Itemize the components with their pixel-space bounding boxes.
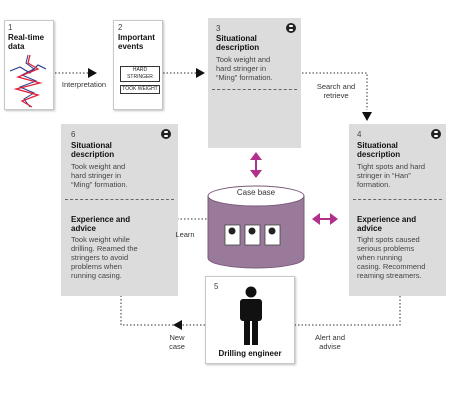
step-number: 2: [118, 23, 123, 32]
divider: [65, 199, 174, 200]
box-text: Tight spots caused: [357, 235, 420, 244]
box-title: description: [71, 150, 115, 159]
step-number: 4: [357, 130, 362, 139]
double-arrow-icon: [312, 213, 338, 225]
signal-plot: [9, 54, 47, 108]
box-text: stringers to avoid: [71, 253, 129, 262]
step-number: 6: [71, 130, 76, 139]
box-title: Real-time: [8, 33, 45, 42]
case-base-label: Case base: [236, 188, 276, 197]
new-case-label: case: [169, 342, 185, 351]
box-text: Took weight and: [216, 55, 271, 64]
box-title: Situational: [357, 141, 398, 150]
situational-description-box: 4 Situational description Tight spots an…: [349, 124, 446, 296]
real-time-data-box: 1 Real-time data: [4, 20, 54, 110]
box-title: description: [216, 43, 260, 52]
divider: [212, 89, 297, 90]
step-number: 5: [214, 282, 219, 291]
box-text: reaming streamers.: [357, 271, 422, 280]
new-case-label: New: [169, 333, 185, 342]
arrowhead-icon: [196, 68, 205, 78]
case-badge-icon: [286, 23, 296, 33]
situational-description-box: 3 Situational description Took weight an…: [208, 18, 301, 148]
connector-3-4: [302, 72, 368, 110]
situational-description-box: 6 Situational description Took weight an…: [61, 124, 178, 296]
important-events-box: 2 Important events HARD STRINGER TOOK WE…: [113, 20, 163, 110]
arrowhead-icon: [362, 112, 372, 121]
box-title: data: [8, 42, 25, 51]
case-documents: [224, 224, 281, 246]
alert-advise-label: advise: [319, 342, 341, 351]
event-tag: TOOK WEIGHT: [120, 85, 160, 94]
box-title: events: [118, 42, 144, 51]
box-text: problems when: [71, 262, 122, 271]
search-retrieve-label: Search and: [316, 82, 356, 91]
box-text: when running: [357, 253, 403, 262]
box-title: Drilling engineer: [218, 349, 282, 358]
box-text: formation.: [357, 180, 391, 189]
double-arrow-icon: [250, 152, 262, 178]
box-text: Took weight and: [71, 162, 126, 171]
box-text: Tight spots and hard: [357, 162, 426, 171]
learn-label: Learn: [175, 230, 195, 239]
box-title: Situational: [216, 34, 257, 43]
box-text: casing. Recommend: [357, 262, 426, 271]
event-tag: HARD STRINGER: [120, 66, 160, 82]
arrowhead-icon: [173, 320, 182, 330]
step-number: 1: [8, 23, 13, 32]
case-badge-icon: [431, 129, 441, 139]
divider: [353, 199, 442, 200]
search-retrieve-label: retrieve: [323, 91, 349, 100]
box-text: stringer in “Han”: [357, 171, 411, 180]
arrowhead-icon: [88, 68, 97, 78]
box-text: hard stringer in: [71, 171, 122, 180]
box-text: running casing.: [71, 271, 122, 280]
alert-advise-label: Alert and: [314, 333, 346, 342]
box-title: description: [357, 150, 401, 159]
box-subtitle: advice: [357, 224, 382, 233]
connector-4-5: [295, 296, 401, 326]
box-text: “Ming” formation.: [216, 73, 273, 82]
step-number: 3: [216, 24, 221, 33]
box-text: serious problems: [357, 244, 415, 253]
box-text: “Ming” formation.: [71, 180, 128, 189]
box-title: Situational: [71, 141, 112, 150]
box-text: drilling. Reamed the: [71, 244, 138, 253]
box-subtitle: Experience and: [71, 215, 131, 224]
box-text: Took weight while: [71, 235, 130, 244]
drilling-engineer-box: 5 Drilling engineer: [205, 276, 295, 364]
box-title: Important: [118, 33, 155, 42]
box-text: hard stringer in: [216, 64, 267, 73]
box-subtitle: Experience and: [357, 215, 417, 224]
case-badge-icon: [161, 129, 171, 139]
box-subtitle: advice: [71, 224, 96, 233]
interpretation-label: Interpretation: [61, 80, 107, 89]
person-icon: [240, 286, 262, 345]
